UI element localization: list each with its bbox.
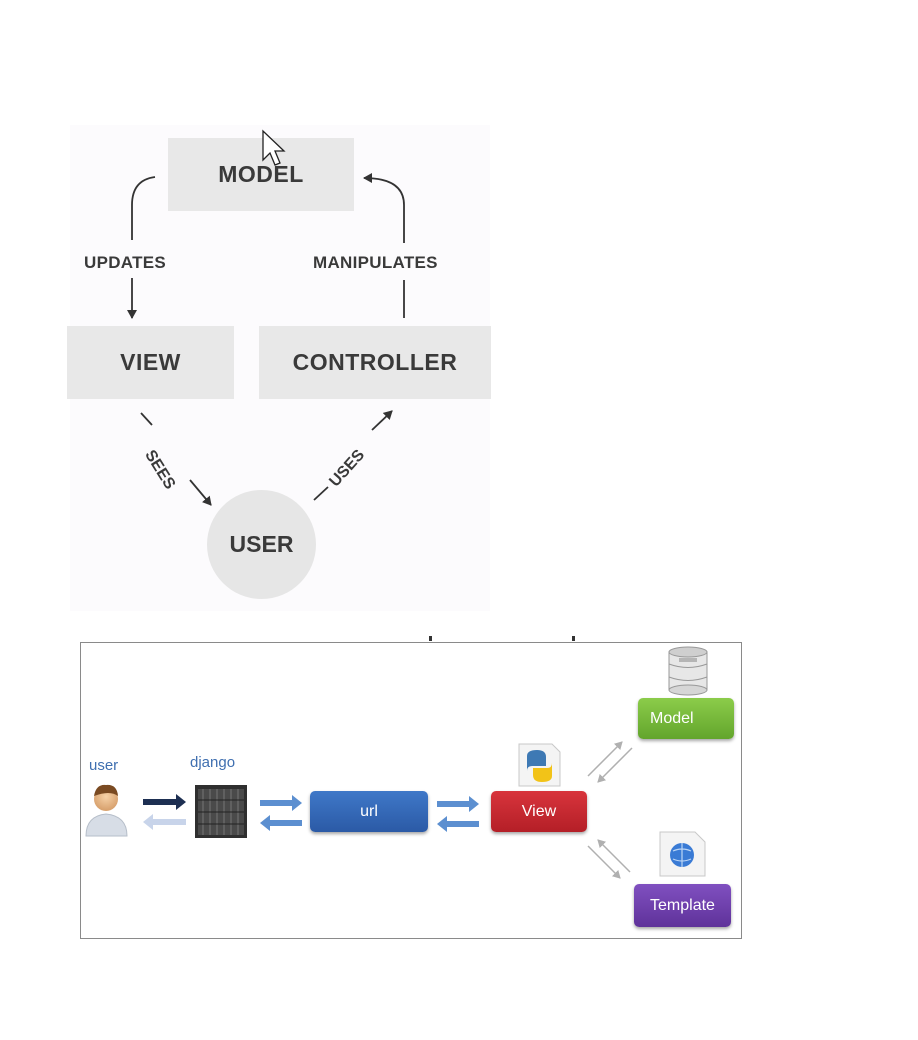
user-caption: user: [89, 757, 119, 774]
view-node-box: View: [491, 791, 587, 832]
top-tick-marks: [429, 636, 575, 641]
model-node-box: Model: [638, 698, 734, 739]
django-flow-diagram: [80, 642, 742, 939]
url-box: url: [310, 791, 428, 832]
updates-label: UPDATES: [84, 253, 167, 272]
manipulates-label: MANIPULATES: [313, 253, 438, 272]
controller-box: CONTROLLER: [259, 326, 491, 399]
model-box: MODEL: [168, 138, 354, 211]
view-box: VIEW: [67, 326, 234, 399]
django-caption: django: [190, 754, 236, 771]
user-circle: USER: [207, 490, 316, 599]
template-node-box: Template: [634, 884, 731, 927]
